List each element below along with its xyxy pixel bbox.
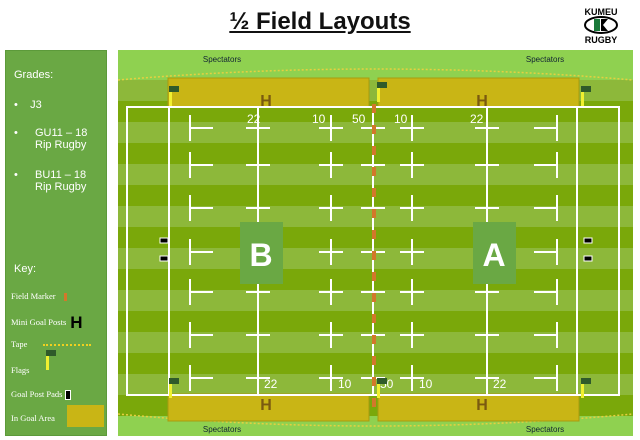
flag-icon: [46, 350, 56, 356]
field-marker-icon: [372, 188, 376, 197]
key-field-marker: Field Marker: [11, 291, 67, 302]
grade-item: • J3: [14, 99, 42, 111]
label-10: 10: [394, 112, 408, 126]
field-b-label: B: [249, 237, 272, 273]
field-marker-icon: [372, 230, 376, 239]
svg-text:KUMEU: KUMEU: [585, 7, 618, 17]
grade-item: •BU11 – 18 Rip Rugby: [14, 169, 87, 193]
in-goal-area: [377, 393, 580, 422]
flag-pole-icon: [169, 92, 172, 106]
field-marker-icon: [372, 125, 376, 134]
goal-post-pad-icon: [159, 255, 169, 262]
flag-icon: [581, 86, 591, 92]
field-marker-icon: [372, 146, 376, 155]
field-marker-icon: [372, 209, 376, 218]
goal-post-pad-icon: [583, 237, 593, 244]
label-10: 10: [419, 377, 433, 391]
label-10: 10: [338, 377, 352, 391]
label-22: 22: [264, 377, 278, 391]
in-goal-area: [377, 77, 580, 108]
svg-text:RUGBY: RUGBY: [585, 35, 618, 45]
goal-posts-icon: H: [70, 313, 83, 332]
flag-pole-icon: [581, 92, 584, 106]
field-marker-icon: [372, 314, 376, 323]
spectators-label: Spectators: [203, 55, 241, 64]
field-marker-icon: [372, 251, 376, 260]
goal-post-pad-icon: [65, 390, 72, 401]
spectators-label: Spectators: [203, 425, 241, 434]
key-goal-post-pads: Goal Post Pads: [11, 389, 72, 401]
goal-posts-icon: H: [260, 397, 272, 414]
field-a-label-bg: [473, 222, 516, 284]
label-22: 22: [493, 377, 507, 391]
field-marker-icon: [372, 377, 376, 386]
key-in-goal-area: In Goal Area: [11, 413, 55, 423]
tape-icon: [43, 344, 92, 347]
sidebar-legend: Grades: • J3 •GU11 – 18 Rip Rugby •BU11 …: [5, 50, 107, 436]
grade-item: •GU11 – 18 Rip Rugby: [14, 127, 88, 151]
label-22: 22: [247, 112, 261, 126]
flag-icon: [377, 82, 387, 88]
goal-post-pad-icon: [159, 237, 169, 244]
key-heading: Key:: [14, 263, 37, 275]
field-marker-icon: [372, 272, 376, 281]
field-marker-icon: [372, 104, 376, 113]
in-goal-area-swatch: [67, 405, 104, 427]
field-marker-icon: [372, 293, 376, 302]
spectators-label: Spectators: [526, 425, 564, 434]
label-22: 22: [470, 112, 484, 126]
flag-pole-icon: [169, 384, 172, 398]
field-marker-icon: [372, 167, 376, 176]
flag-pole-icon: [377, 384, 380, 398]
label-10: 10: [312, 112, 326, 126]
key-flags: Flags: [11, 365, 30, 375]
flag-pole-icon: [46, 356, 49, 370]
goal-post-pad-icon: [583, 255, 593, 262]
grades-heading: Grades:: [14, 69, 54, 81]
key-tape: Tape: [11, 339, 92, 349]
flag-pole-icon: [377, 88, 380, 102]
field-marker-icon: [372, 356, 376, 365]
rugby-field-diagram: 22 10 50 10 22 22 10 50 10 22 Spectators…: [118, 50, 633, 436]
page-title: ½ Field Layouts: [229, 8, 411, 35]
field-marker-icon: [372, 335, 376, 344]
kumeu-rugby-logo: KUMEU RUGBY: [584, 7, 618, 45]
field-marker-icon: [63, 293, 67, 302]
flag-icon: [581, 378, 591, 384]
in-goal-area: [167, 77, 370, 108]
label-50: 50: [352, 112, 366, 126]
flag-pole-icon: [581, 384, 584, 398]
field-marker-icon: [372, 398, 376, 407]
flag-icon: [377, 378, 387, 384]
field-b-label-bg: [240, 222, 283, 284]
goal-posts-icon: H: [476, 397, 488, 414]
spectators-label: Spectators: [526, 55, 564, 64]
flag-icon: [169, 86, 179, 92]
flag-icon: [169, 378, 179, 384]
field-a-label: A: [482, 237, 505, 273]
goal-posts-icon: H: [476, 93, 488, 110]
goal-posts-icon: H: [260, 93, 272, 110]
tape-top: [118, 68, 633, 81]
